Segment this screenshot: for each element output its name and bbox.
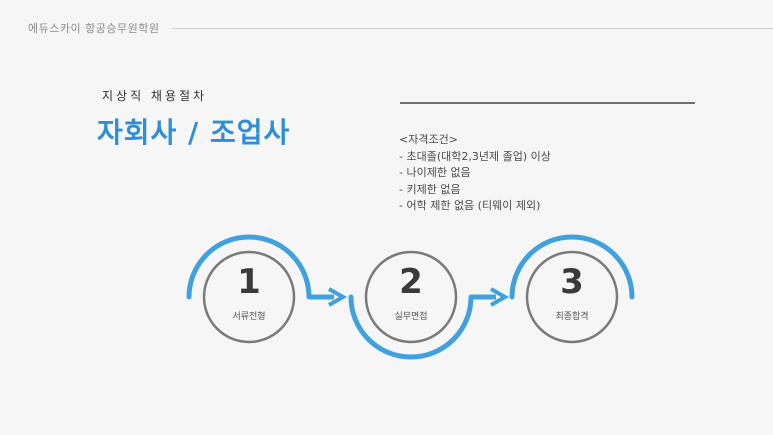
- requirements-heading: <자격조건>: [399, 133, 458, 146]
- requirement-item: - 어학 제한 없음 (티웨이 제외): [399, 199, 541, 212]
- step-2-ring: [364, 250, 458, 344]
- requirement-item: - 나이제한 없음: [399, 166, 471, 179]
- header-divider: [172, 28, 773, 29]
- requirements-list: <자격조건> - 초대졸(대학2,3년제 졸업) 이상 - 나이제한 없음 - …: [399, 132, 551, 215]
- page-title: 자회사 / 조업사: [97, 116, 291, 149]
- step-1-label: 서류전형: [232, 312, 266, 322]
- requirement-item: - 키제한 없음: [399, 182, 461, 196]
- step-2-number: 2: [399, 262, 423, 302]
- arrow-1-head: [328, 287, 348, 307]
- step-2-label: 실무면접: [394, 312, 428, 322]
- step-1-arc: [186, 234, 312, 300]
- step-2-arc: [348, 294, 474, 360]
- step-1-ring: [202, 250, 296, 344]
- page-subtitle: 지상직 채용절차: [102, 89, 208, 103]
- step-3-arc: [509, 234, 635, 300]
- requirement-item: - 초대졸(대학2,3년제 졸업) 이상: [399, 149, 551, 163]
- step-1-number: 1: [237, 262, 261, 302]
- arrow-2-head: [490, 287, 510, 307]
- step-3-ring: [525, 250, 619, 344]
- section-divider: [400, 102, 695, 104]
- step-3-number: 3: [560, 262, 584, 302]
- step-3-label: 최종합격: [555, 312, 589, 322]
- brand-name: 에듀스카이 항공승무원학원: [28, 22, 160, 35]
